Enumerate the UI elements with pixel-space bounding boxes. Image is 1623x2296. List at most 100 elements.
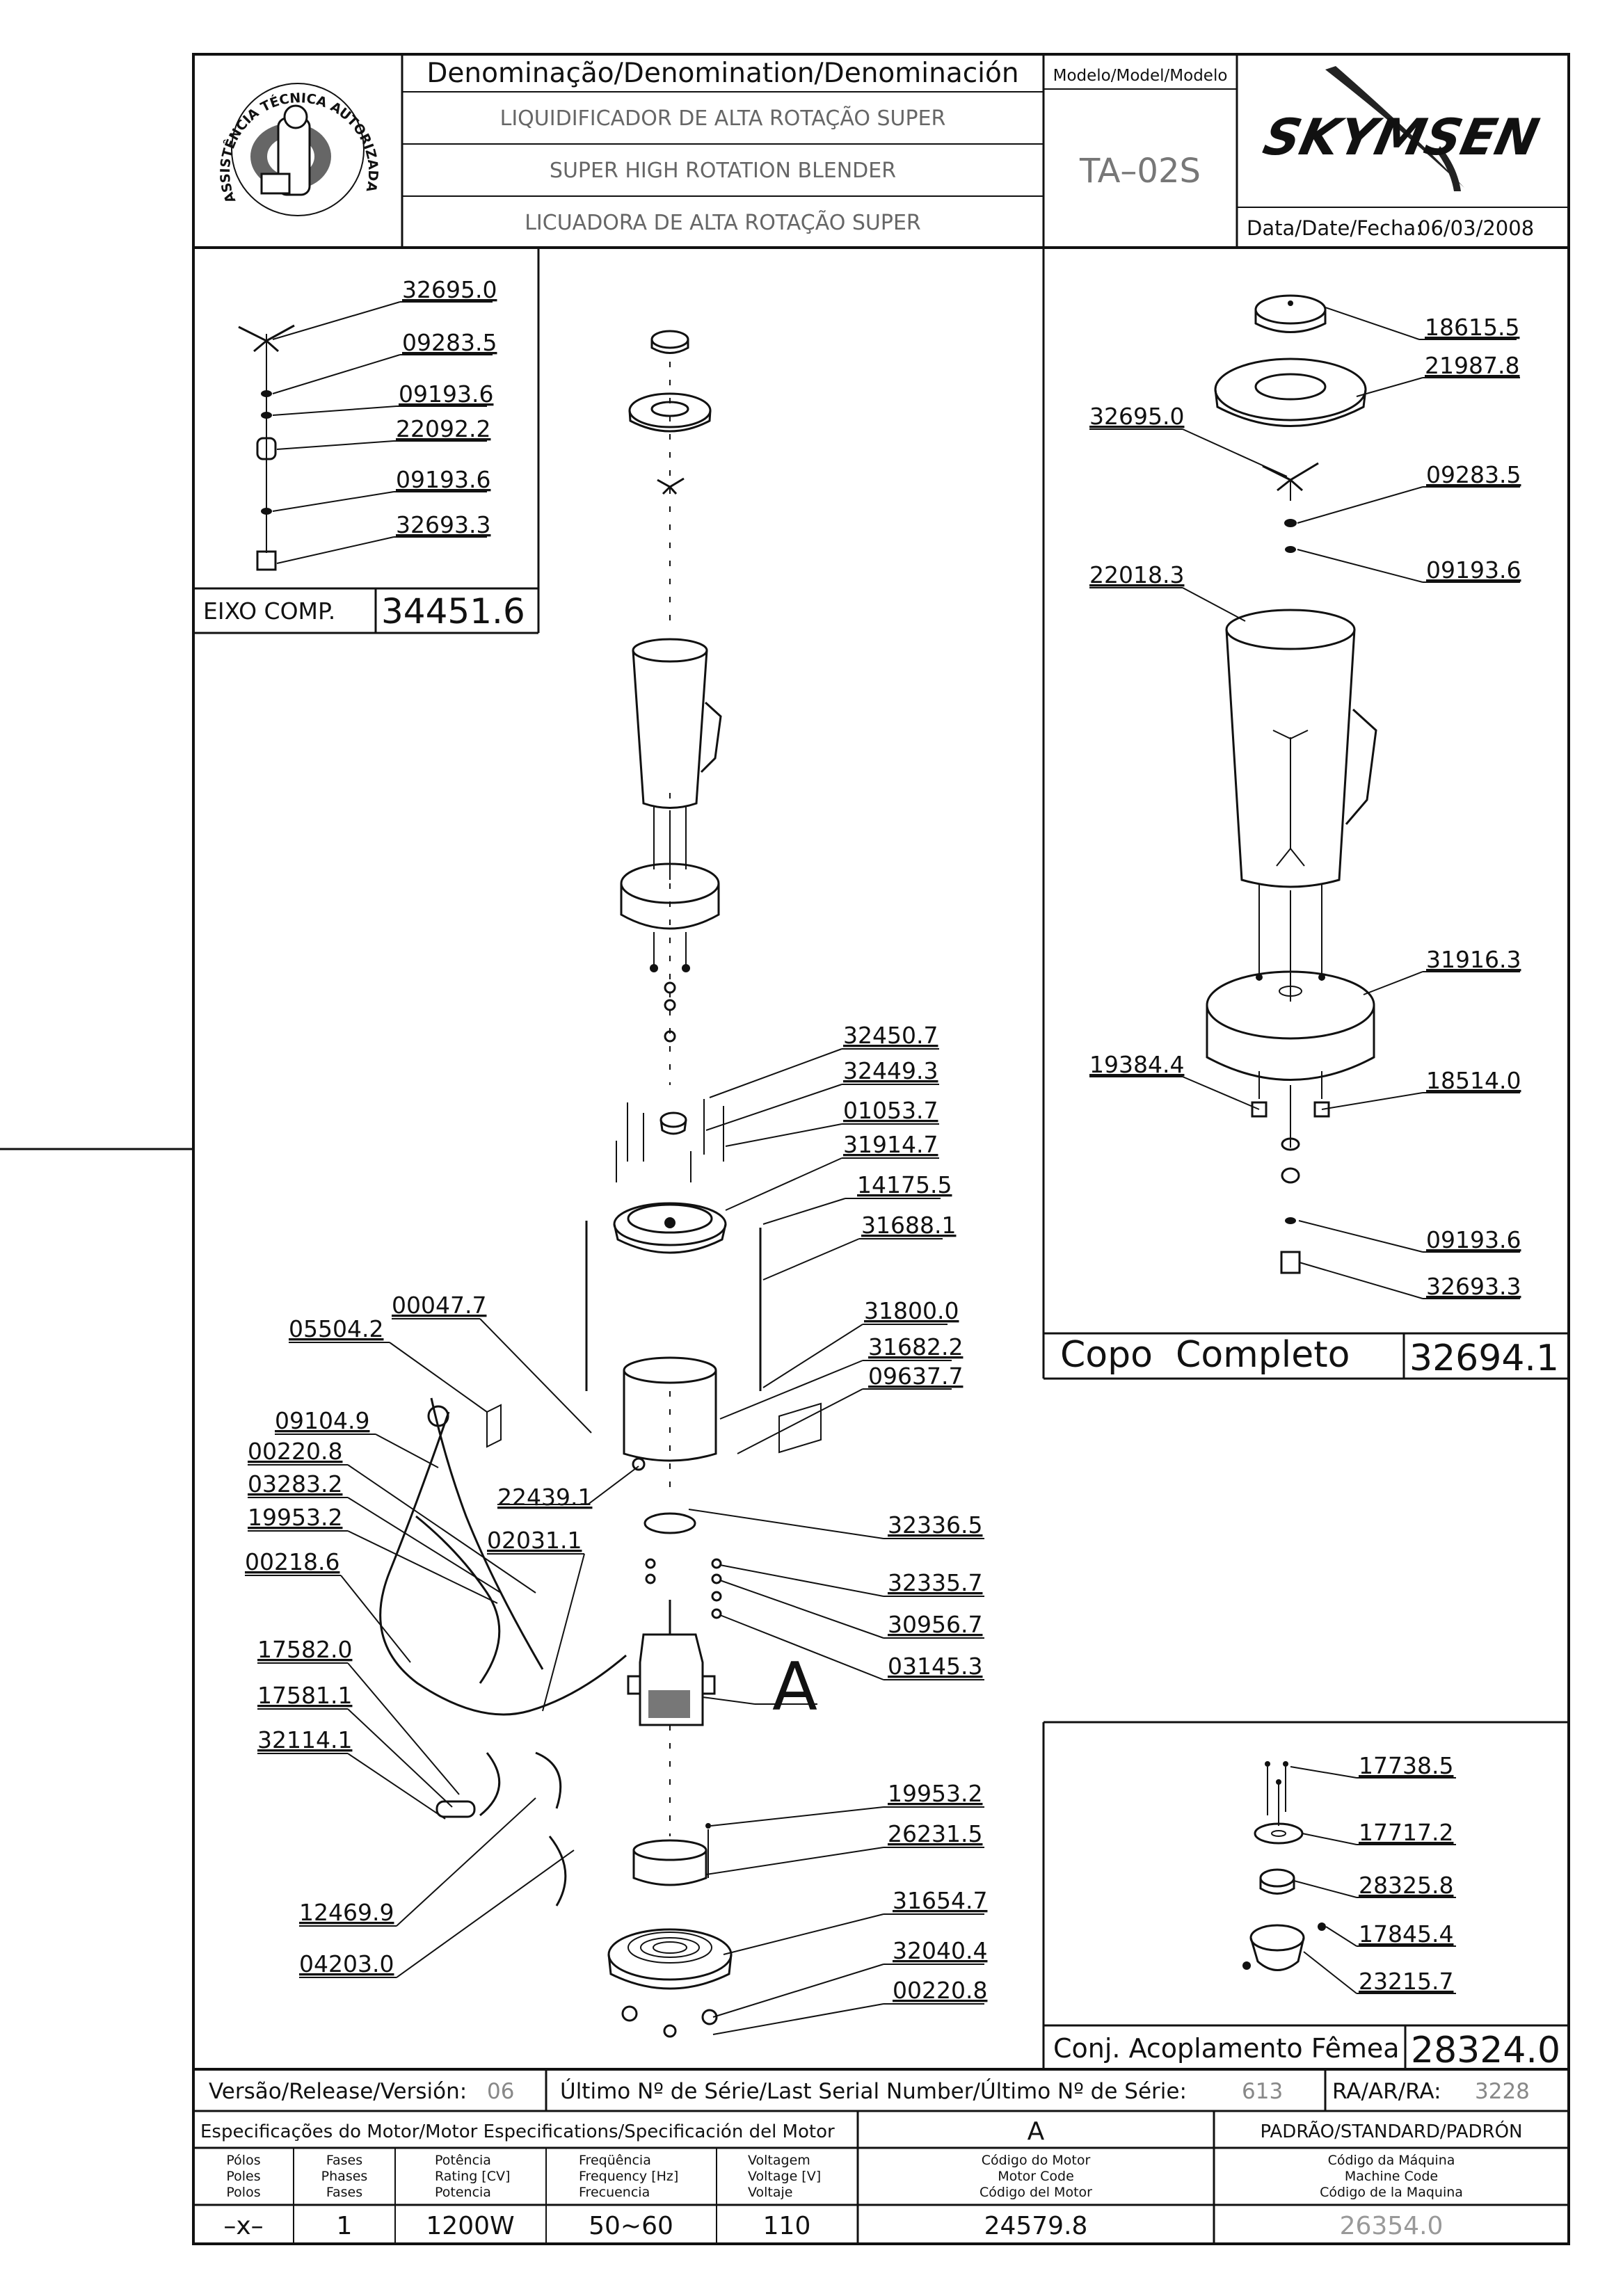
spec-column-voltage: Voltagem Voltage [V] Voltaje 110	[748, 2153, 821, 2240]
spec-head: Código de la Maquina	[1320, 2185, 1463, 2200]
cup-assembly-box: Copo Completo 32694.1	[1042, 248, 1569, 1380]
coupling-box-code: 28324.0	[1411, 2030, 1560, 2071]
motor-spec-label: Especificações do Motor/Motor Especifica…	[200, 2121, 835, 2142]
coupling-part-label: 17738.5	[1359, 1752, 1453, 1779]
spec-head: Código do Motor	[982, 2153, 1091, 2168]
spec-head: Código del Motor	[980, 2185, 1092, 2200]
spec-column-frequency: Freqüência Frequency [Hz] Frecuencia 50~…	[579, 2153, 678, 2240]
main-exploded-view: 32450.7 32449.3 01053.7 31914.7 14175.5 …	[245, 330, 987, 2038]
ra-label: RA/AR/RA:	[1332, 2079, 1441, 2104]
skymsen-logo: SKYMSEN	[1258, 66, 1544, 191]
title-block: Denominação/Denomination/Denominación LI…	[193, 54, 1569, 249]
motor-spec-letter: A	[1028, 2117, 1045, 2146]
main-part-label: 14175.5	[857, 1171, 952, 1198]
spec-column-machine-code: Código da Máquina Machine Code Código de…	[1320, 2153, 1463, 2240]
coupling-part-label: 17845.4	[1359, 1920, 1453, 1948]
spec-head: Voltagem	[748, 2153, 810, 2168]
name-spanish: LICUADORA DE ALTA ROTAÇÃO SUPER	[525, 210, 921, 235]
cup-part-label: 21987.8	[1425, 352, 1519, 379]
shaft-part-label: 09193.6	[399, 380, 493, 408]
spec-value: 1200W	[426, 2212, 514, 2240]
coupling-part-label: 23215.7	[1359, 1968, 1453, 1995]
main-part-label: 31682.2	[868, 1333, 963, 1360]
lower-housing-icon	[632, 1823, 711, 1886]
spec-head: Voltage [V]	[748, 2169, 821, 2184]
shaft-part-label: 09283.5	[402, 329, 497, 356]
model-label: Modelo/Model/Modelo	[1053, 67, 1228, 85]
main-part-label: 31654.7	[893, 1887, 987, 1914]
shaft-part-label: 32695.0	[402, 276, 497, 303]
coupling-assembly-box: Conj. Acoplamento Fêmea 28324.0 17738.5 …	[1042, 1721, 1569, 2071]
jar-icon	[1225, 609, 1377, 1002]
cup-part-label: 09283.5	[1426, 461, 1521, 488]
main-part-label: 32450.7	[843, 1022, 938, 1049]
bottom-grill-icon	[607, 1928, 733, 2038]
cup-part-label: 32693.3	[1426, 1273, 1521, 1300]
jar-base-icon	[620, 862, 720, 1043]
main-part-label: 32335.7	[888, 1569, 982, 1596]
cup-part-label: 19384.4	[1089, 1051, 1184, 1078]
main-part-label: 03283.2	[248, 1470, 342, 1498]
main-part-label: 17581.1	[257, 1682, 352, 1709]
main-part-label: 04203.0	[299, 1950, 394, 1977]
shaft-part-label: 22092.2	[396, 415, 490, 442]
spec-value: 1	[337, 2212, 353, 2240]
main-part-label: 00218.6	[245, 1548, 339, 1575]
cup-part-label: 32695.0	[1089, 403, 1184, 430]
spec-column-poles: Pólos Poles Polos –x–	[223, 2153, 263, 2240]
name-english: SUPER HIGH ROTATION BLENDER	[550, 159, 896, 183]
lid-cap-icon	[1254, 294, 1327, 333]
main-part-label: 32040.4	[893, 1937, 987, 1964]
spec-value: 26354.0	[1340, 2212, 1444, 2240]
main-part-label: 00220.8	[248, 1438, 342, 1465]
cup-box-code: 32694.1	[1409, 1338, 1559, 1379]
drawing-frame	[0, 53, 1570, 2245]
main-part-label: 30956.7	[888, 1611, 982, 1638]
main-part-label: 00220.8	[893, 1977, 987, 2004]
coupling-part-label: 17717.2	[1359, 1819, 1453, 1846]
shaft-part-label: 32693.3	[396, 511, 490, 538]
blade-icon	[238, 324, 295, 353]
lid-icon	[1214, 358, 1367, 427]
spec-head: Voltaje	[748, 2185, 793, 2200]
main-part-label: 02031.1	[487, 1527, 582, 1554]
main-part-label: 22439.1	[497, 1484, 592, 1511]
upper-housing-icon	[613, 1099, 727, 1254]
main-part-label: 32336.5	[888, 1511, 982, 1539]
jar-icon	[632, 638, 722, 880]
denomination-title: Denominação/Denomination/Denominación	[426, 58, 1018, 89]
main-part-label: 26231.5	[888, 1820, 982, 1847]
main-part-label: 31914.7	[843, 1131, 938, 1158]
lid-icon	[628, 392, 712, 433]
shaft-box-code: 34451.6	[381, 591, 525, 632]
spec-value: 50~60	[589, 2212, 673, 2240]
spec-head: Código da Máquina	[1328, 2153, 1455, 2168]
main-part-label: 19953.2	[888, 1780, 982, 1807]
cup-part-label: 09193.6	[1426, 1226, 1521, 1253]
spec-column-motor-code: Código do Motor Motor Code Código del Mo…	[980, 2153, 1092, 2240]
main-part-label: 19953.2	[248, 1504, 342, 1531]
ra-value: 3228	[1475, 2079, 1530, 2104]
main-part-label: 17582.0	[257, 1636, 352, 1663]
serial-value: 613	[1242, 2079, 1283, 2104]
spec-head: Fases	[326, 2153, 362, 2168]
main-part-label: 09637.7	[868, 1363, 963, 1390]
spec-head: Pólos	[226, 2153, 260, 2168]
main-part-label: 03145.3	[888, 1653, 982, 1680]
housing-cylinder-icon	[486, 1356, 822, 1471]
rods-icon	[585, 1221, 762, 1391]
shaft-box-title: EIXO COMP.	[203, 597, 335, 625]
main-part-label: 01053.7	[843, 1097, 938, 1124]
date-value: 06/03/2008	[1418, 216, 1534, 240]
main-part-label: 31800.0	[864, 1297, 959, 1324]
assistance-seal: ASSISTÊNCIA TÉCNICA AUTORIZADA	[218, 83, 381, 216]
cup-part-label: 09193.6	[1426, 556, 1521, 584]
standard-label: PADRÃO/STANDARD/PADRÓN	[1261, 2120, 1523, 2142]
jar-base-icon	[1206, 970, 1375, 1274]
cup-part-label: 22018.3	[1089, 561, 1184, 588]
spec-head: Poles	[226, 2169, 260, 2184]
spec-head: Freqüência	[579, 2153, 651, 2168]
version-value: 06	[487, 2079, 514, 2104]
spec-head: Phases	[321, 2169, 368, 2184]
